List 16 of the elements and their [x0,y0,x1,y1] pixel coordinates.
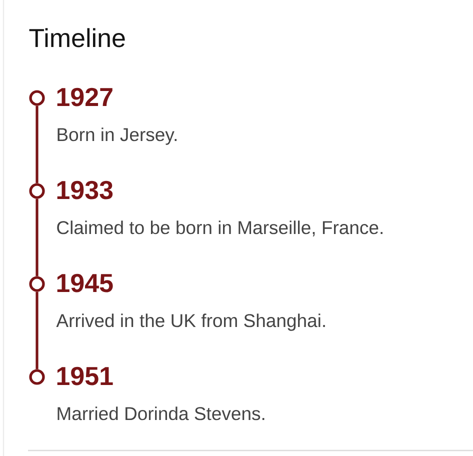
year-heading: 1933 [57,180,113,200]
year-heading: 1945 [57,274,113,292]
timeline-dot [29,369,45,385]
year-heading: 1951 [57,366,113,386]
event-text: Claimed to be born in Marseille, France. [57,220,382,236]
event-text: Arrived in the UK from Shanghai. [56,314,325,331]
timeline-dot [29,276,45,292]
timeline-dot [29,90,45,106]
title: Timeline [29,28,125,48]
timeline-dot [29,183,45,199]
timeline-line [36,198,38,276]
timeline-line [36,292,38,370]
event-text: Married Dorinda Stevens. [58,406,264,420]
timeline-line [36,106,38,184]
event-text: Born in Jersey. [58,128,177,145]
year-heading: 1927 [57,88,112,106]
